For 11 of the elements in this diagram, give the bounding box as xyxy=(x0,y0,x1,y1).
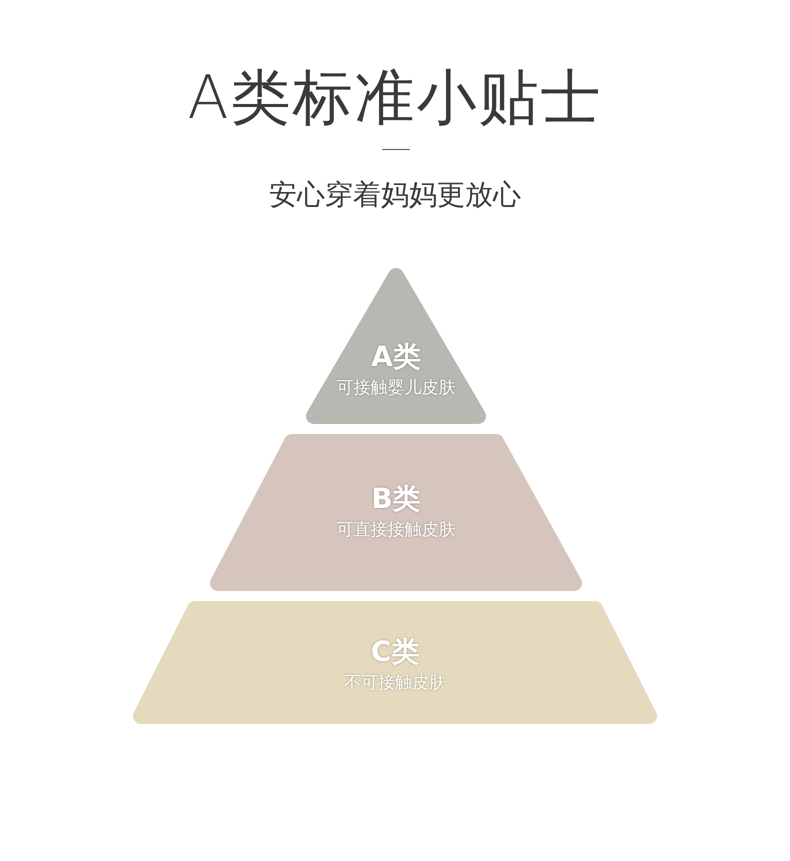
tier-description: 不可接触皮肤 xyxy=(343,672,447,694)
tier-label: C类 xyxy=(370,634,420,670)
pyramid-tier xyxy=(210,434,582,591)
subtitle: 安心穿着妈妈更放心 xyxy=(268,177,522,213)
tier-description: 可接触婴儿皮肤 xyxy=(336,377,456,399)
pyramid-tier xyxy=(133,601,657,724)
tier-label: B类 xyxy=(370,481,422,517)
tier-label: A类 xyxy=(370,339,422,375)
tier-description: 可直接接触皮肤 xyxy=(336,519,456,541)
pyramid-tier xyxy=(306,266,486,424)
page-title: A类标准小贴士 xyxy=(186,62,604,135)
